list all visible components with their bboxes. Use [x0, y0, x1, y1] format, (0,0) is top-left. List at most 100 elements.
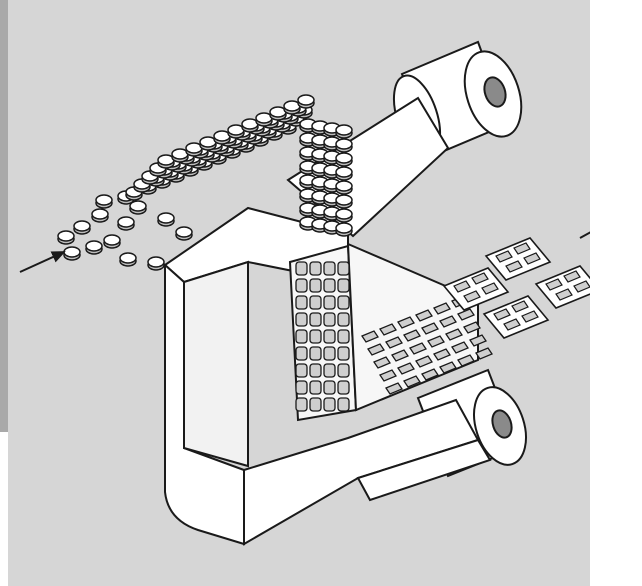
web-cavities: [295, 261, 493, 412]
tablet: [157, 212, 175, 227]
blister-cavity: [573, 280, 590, 293]
blister-cavity: [309, 278, 322, 293]
blister-cavity: [475, 347, 493, 360]
blister-cavity: [385, 382, 403, 395]
blister-cards: [442, 237, 590, 339]
tablet: [175, 226, 193, 241]
blister-cavity: [397, 316, 415, 329]
tablet: [141, 170, 159, 185]
blister-cavity: [463, 290, 481, 303]
blister-cavity: [337, 363, 350, 378]
blister-cavity: [323, 380, 336, 395]
blister-cavity: [511, 300, 529, 313]
tablet: [335, 180, 353, 195]
tablet: [119, 252, 137, 267]
blister-cavity: [337, 346, 350, 361]
tablet: [117, 216, 135, 231]
loose-tablets: [57, 94, 353, 271]
blister-cavity: [521, 310, 539, 323]
tablet: [335, 222, 353, 237]
tablet: [85, 240, 103, 255]
blister-cavity: [391, 349, 409, 362]
blister-cavity: [421, 368, 439, 381]
blister-cavity: [427, 335, 445, 348]
tablet: [129, 200, 147, 215]
tablet: [91, 208, 109, 223]
tablet: [335, 124, 353, 139]
blister-cavity: [323, 346, 336, 361]
blister-cavity: [397, 362, 415, 375]
blister-cavity: [493, 308, 511, 321]
tablet: [213, 130, 231, 145]
tablet: [283, 100, 301, 115]
blister-card: [484, 237, 552, 281]
blister-cavity: [323, 278, 336, 293]
blister-cavity: [323, 329, 336, 344]
blister-cavity: [445, 328, 463, 341]
blister-cavity: [523, 252, 541, 265]
blister-cavity: [309, 261, 322, 276]
blister-cavity: [457, 308, 475, 321]
blister-cavity: [513, 242, 531, 255]
blister-card: [534, 265, 590, 309]
tablet: [103, 234, 121, 249]
blister-cavity: [361, 330, 379, 343]
blister-cavity: [495, 250, 513, 263]
blister-cavity: [337, 261, 350, 276]
tablet: [95, 194, 113, 209]
blister-cavity: [545, 278, 563, 291]
tablet: [73, 220, 91, 235]
blister-cavity: [503, 318, 521, 331]
illustration-panel: [8, 0, 590, 586]
blister-cavity: [309, 329, 322, 344]
blister-cavity: [323, 261, 336, 276]
blister-cavity: [471, 272, 489, 285]
blister-cavity: [439, 315, 457, 328]
blister-cavity: [373, 356, 391, 369]
blister-cavity: [337, 380, 350, 395]
blister-cavity: [563, 270, 581, 283]
left-edge-strip: [0, 0, 8, 432]
blister-cavity: [433, 302, 451, 315]
blister-cavity: [337, 278, 350, 293]
blister-cavity: [295, 261, 308, 276]
blister-cavity: [323, 312, 336, 327]
blister-cavity: [309, 363, 322, 378]
tablet: [335, 152, 353, 167]
blister-cavity: [309, 346, 322, 361]
blister-cavity: [433, 348, 451, 361]
blister-cavity: [379, 369, 397, 382]
blister-cavity: [309, 312, 322, 327]
blister-cavity: [421, 322, 439, 335]
tablet: [185, 142, 203, 157]
blister-cavity: [555, 288, 573, 301]
output-arrow-icon: [579, 231, 590, 239]
blister-cavity: [337, 397, 350, 412]
blister-cavity: [295, 380, 308, 395]
tablet: [335, 208, 353, 223]
blister-card: [442, 267, 510, 311]
blister-cavity: [295, 278, 308, 293]
blister-cavity: [337, 295, 350, 310]
tablet: [335, 194, 353, 209]
blister-cavity: [451, 341, 469, 354]
tablet: [199, 136, 217, 151]
blister-cavity: [295, 312, 308, 327]
blister-cavity: [309, 295, 322, 310]
blister-cavity: [505, 260, 523, 273]
tablet: [157, 154, 175, 169]
tablet: [147, 256, 165, 271]
blister-packaging-illustration: [8, 0, 590, 586]
blister-cavity: [481, 282, 499, 295]
blister-cavity: [379, 323, 397, 336]
blister-cavity: [385, 336, 403, 349]
blister-cavity: [295, 346, 308, 361]
tablet: [57, 230, 75, 245]
blister-cavity: [469, 334, 487, 347]
tablet: [297, 94, 315, 109]
blister-cavity: [295, 329, 308, 344]
blister-cavity: [403, 375, 421, 388]
blister-cavity: [337, 312, 350, 327]
tablet: [335, 138, 353, 153]
